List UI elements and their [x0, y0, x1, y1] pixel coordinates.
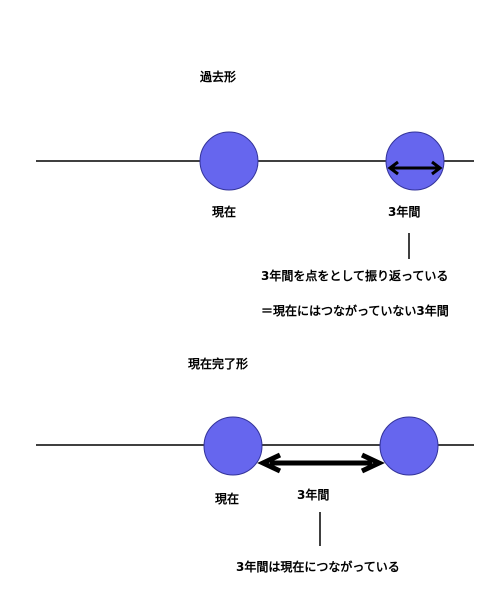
perfect-arrow-head-right	[360, 452, 385, 474]
past-period-label: 3年間	[388, 204, 420, 219]
past-tense-section: 過去形 現在 3年間 3年間を点をとして振り返っている ＝現在にはつながっていな…	[36, 69, 474, 318]
past-now-label: 現在	[212, 204, 236, 219]
past-note-line2: ＝現在にはつながっていない3年間	[261, 303, 449, 318]
past-arrow-head-right	[431, 160, 443, 176]
perfect-period-arrow	[257, 452, 385, 474]
perfect-arrow-head-left	[257, 452, 282, 474]
past-period-circle	[385, 131, 445, 191]
past-now-circle	[199, 131, 259, 191]
present-perfect-section: 現在完了形 現在 3年間 3年間は現在につながっている	[36, 356, 474, 574]
perfect-note: 3年間は現在につながっている	[236, 559, 400, 574]
perfect-period-circle	[379, 416, 439, 476]
perfect-period-label: 3年間	[297, 487, 329, 502]
perfect-now-circle	[203, 416, 263, 476]
past-arrow-head-left	[387, 160, 399, 176]
past-title: 過去形	[199, 69, 236, 84]
past-period-arrow	[387, 160, 443, 176]
past-note-line1: 3年間を点をとして振り返っている	[261, 268, 448, 283]
perfect-title: 現在完了形	[188, 356, 248, 371]
perfect-now-label: 現在	[215, 491, 239, 506]
